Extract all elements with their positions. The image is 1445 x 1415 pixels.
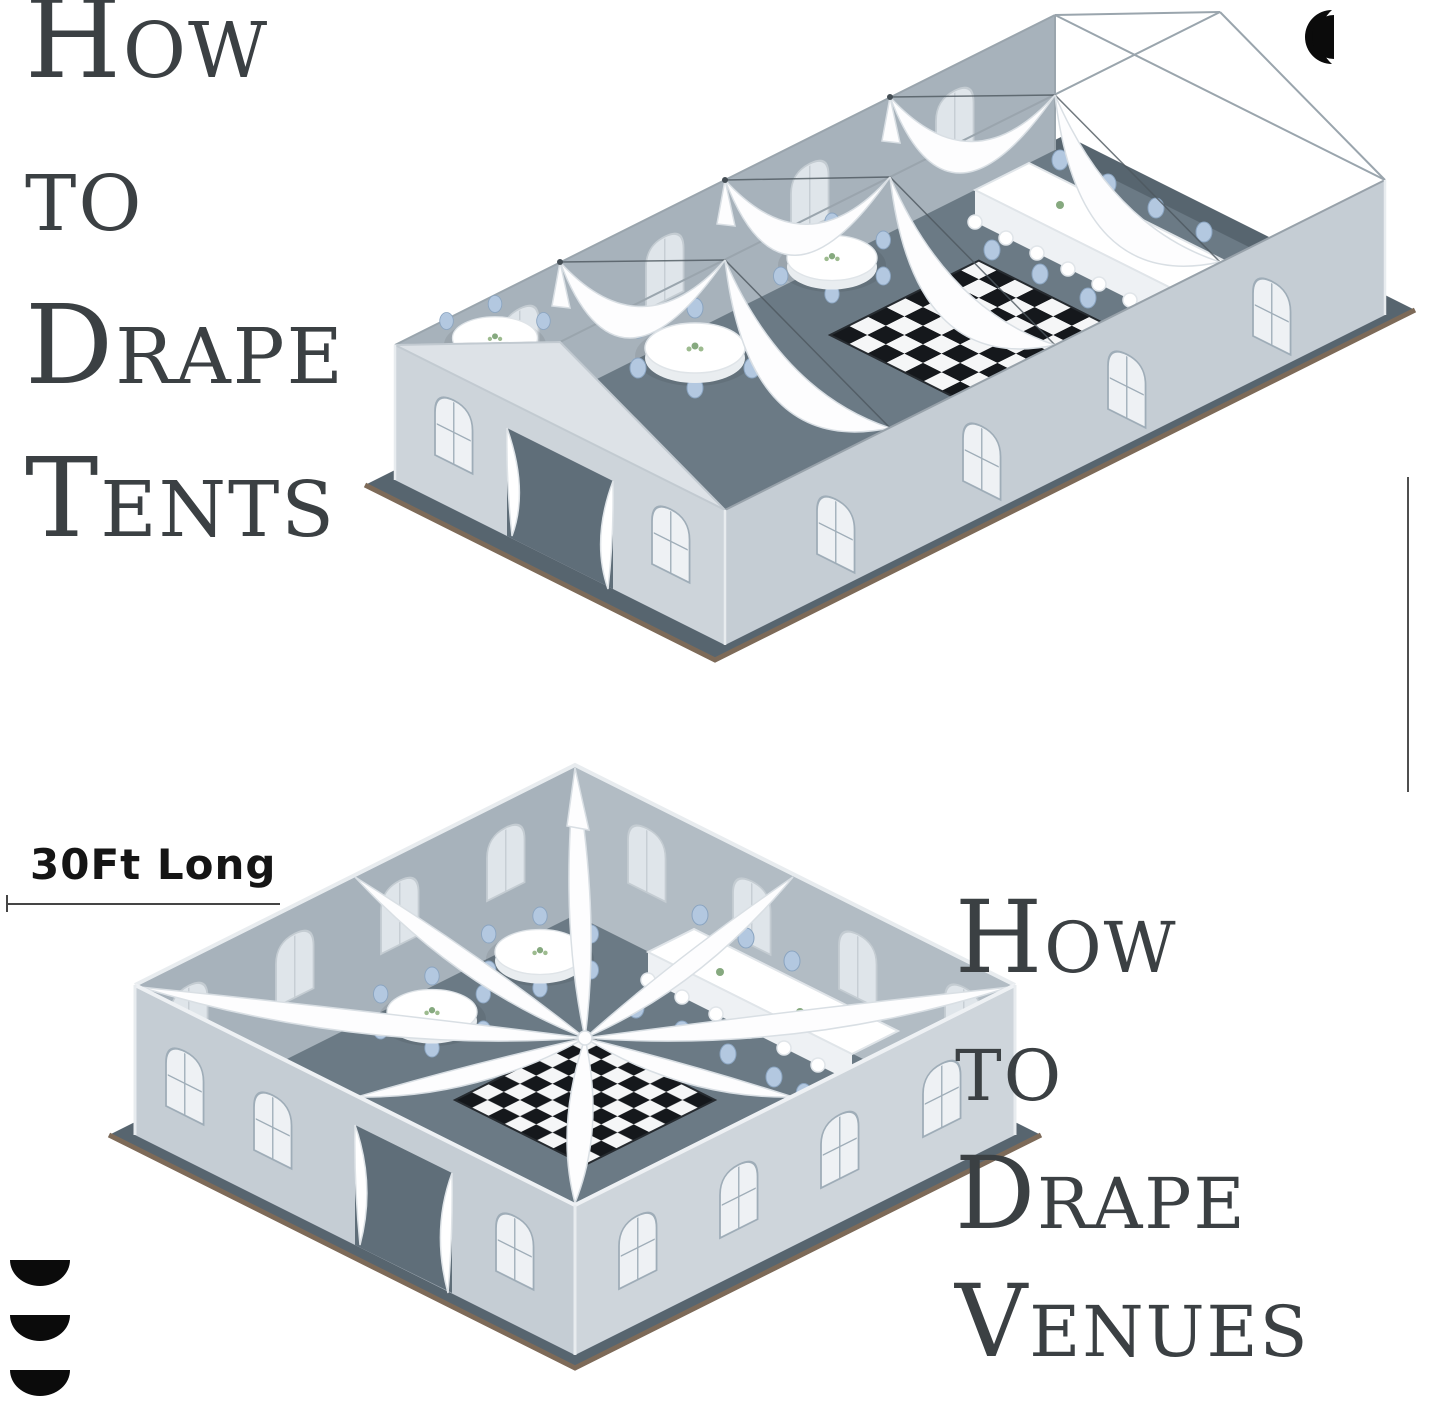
triple-half-disc-icon [10, 1260, 70, 1396]
title-line: Drape [955, 1135, 1247, 1252]
double-crescent-icon [1305, 10, 1334, 64]
title-how-to-drape-venues: How to Drape Venues [955, 888, 1310, 1400]
title-line: Drape [25, 281, 345, 409]
title-line: Tents [25, 434, 337, 562]
tent-draping-illustration [363, 11, 1417, 663]
title-line: How [955, 879, 1178, 996]
title-line: How [25, 0, 270, 103]
title-line: to [25, 128, 144, 256]
title-line: Venues [955, 1263, 1310, 1380]
venue-ceiling-drapes [137, 767, 1013, 1206]
dimension-label: 30Ft Long [30, 840, 277, 889]
venue-rim-edges [133, 983, 1017, 1355]
dimension-line [6, 903, 280, 905]
tent-entrance-gable [393, 340, 727, 645]
venue-front-left-wall [135, 985, 575, 1355]
tent-side-wall [724, 179, 1387, 645]
title-how-to-drape-tents: How to Drape Tents [25, 0, 345, 596]
venue-front-right-wall [575, 985, 1015, 1355]
title-line: to [955, 1007, 1064, 1124]
venue-draping-illustration [107, 762, 1043, 1371]
entrance-curtains [506, 427, 614, 590]
venue-entrance-curtains [354, 1124, 453, 1294]
height-dimension-line [1407, 477, 1409, 792]
